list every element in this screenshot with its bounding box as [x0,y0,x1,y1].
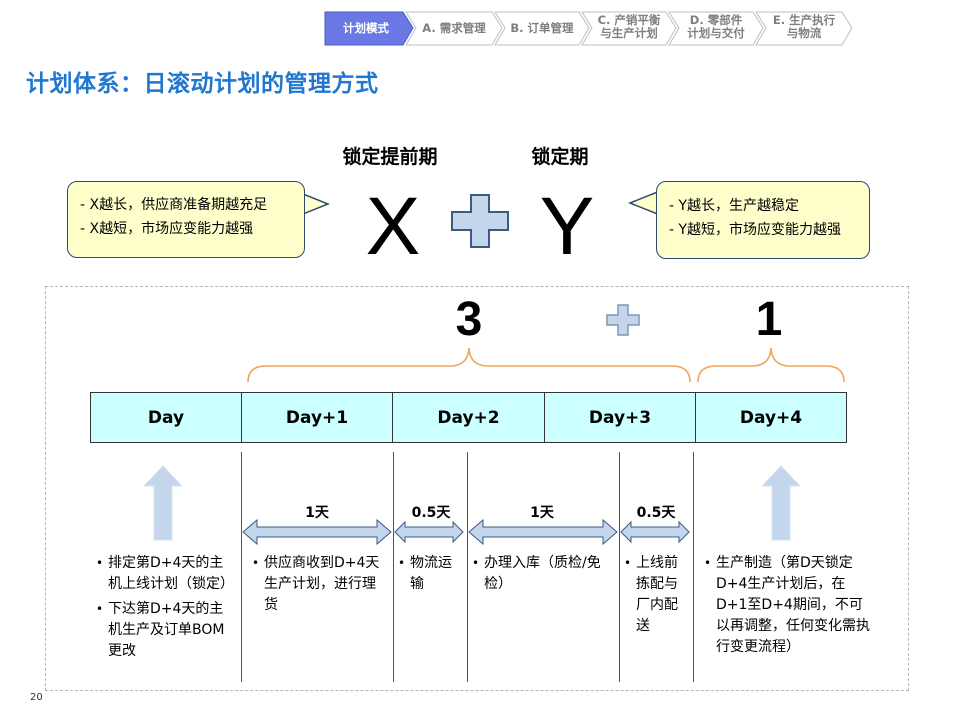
desc-logistics: 物流运输 [398,553,458,595]
desc-picking: 上线前拣配与厂内配送 [624,553,690,637]
crumb-balance[interactable]: C. 产销平衡 与生产计划 [597,13,661,40]
page-title: 计划体系：日滚动计划的管理方式 [26,71,379,97]
desc-day: 排定第D+4天的主机上线计划（锁定） 下达第D+4天的主机生产及订单BOM更改 [96,553,234,662]
small-plus-icon [606,304,640,336]
lock-days-count: 1 [755,293,783,346]
left-bubble-line-1: - X越长，供应商准备期越充足 [80,197,268,213]
desc-warehouse: 办理入库（质检/免检） [472,553,616,595]
letter-y: Y [539,181,595,272]
breadcrumb: 计划模式 A. 需求管理 B. 订单管理 C. 产销平衡 与生产计划 D. 零部… [0,0,960,60]
crumb-demand[interactable]: A. 需求管理 [422,21,486,35]
desc-picking-item: 上线前拣配与厂内配送 [624,553,690,637]
day-cell-4: Day+4 [695,392,847,443]
up-arrow-icon-day4 [760,465,802,541]
lock-lead-time-label: 锁定提前期 [342,146,438,168]
timeline-divider-5 [693,452,694,682]
desc-warehouse-item: 办理入库（质检/免检） [472,553,616,595]
timeline-frame [45,286,909,691]
desc-production: 生产制造（第D天锁定D+4生产计划后，在D+1至D+4期间，不可以再调整，任何变… [704,553,876,658]
desc-day-item-2: 下达第D+4天的主机生产及订单BOM更改 [96,599,234,662]
crumb-order[interactable]: B. 订单管理 [510,21,574,35]
desc-logistics-item: 物流运输 [398,553,458,595]
crumb-shape-1[interactable] [324,11,414,46]
left-bubble-line-2: - X越短，市场应变能力越强 [80,221,254,237]
right-bubble-line-1: - Y越长，生产越稳定 [669,198,800,214]
right-bubble: - Y越长，生产越稳定 - Y越短，市场应变能力越强 [656,181,870,259]
crumb-shape-3[interactable] [494,11,590,46]
desc-supplier: 供应商收到D+4天生产计划，进行理货 [252,553,388,616]
brace-lead-period [247,347,691,383]
breadcrumb-shapes [324,11,853,46]
timeline-divider-3 [467,452,468,682]
desc-day-item-1: 排定第D+4天的主机上线计划（锁定） [96,553,234,595]
plus-icon [451,194,509,248]
crumb-shape-6[interactable] [755,11,853,46]
braces [247,347,845,383]
duration-label-4: 0.5天 [636,505,676,521]
up-arrow-icon-day [142,465,184,541]
desc-production-item: 生产制造（第D天锁定D+4生产计划后，在D+1至D+4期间，不可以再调整，任何变… [704,553,876,658]
duration-arrow-4 [620,520,690,544]
desc-supplier-item: 供应商收到D+4天生产计划，进行理货 [252,553,388,616]
crumb-shape-2[interactable] [405,11,503,46]
timeline-divider-4 [619,452,620,682]
letter-x: X [365,181,421,272]
crumb-execution[interactable]: E. 生产执行 与物流 [772,13,836,40]
lock-period-label: 锁定期 [531,146,589,168]
day-cell-0: Day [90,392,242,443]
duration-arrow-1 [242,518,392,546]
duration-label-1: 1天 [305,505,329,521]
timeline-divider-1 [241,452,242,682]
right-bubble-line-2: - Y越短，市场应变能力越强 [669,222,842,238]
duration-arrow-2 [394,520,464,544]
left-bubble: - X越长，供应商准备期越充足 - X越短，市场应变能力越强 [67,181,305,258]
lead-days-count: 3 [455,293,483,346]
crumb-shape-5[interactable] [668,11,764,46]
duration-label-3: 1天 [530,505,554,521]
day-cell-3: Day+3 [544,392,696,443]
duration-label-2: 0.5天 [411,505,451,521]
page-number: 20 [30,692,43,703]
duration-arrows [242,518,690,546]
day-cell-2: Day+2 [392,392,545,443]
duration-arrow-3 [468,518,618,546]
crumb-parts[interactable]: D. 零部件 计划与交付 [687,13,745,40]
crumb-plan-mode[interactable]: 计划模式 [343,21,389,35]
timeline-divider-2 [393,452,394,682]
day-cell-1: Day+1 [241,392,393,443]
crumb-shape-4[interactable] [581,11,677,46]
brace-lock-period [697,347,845,383]
